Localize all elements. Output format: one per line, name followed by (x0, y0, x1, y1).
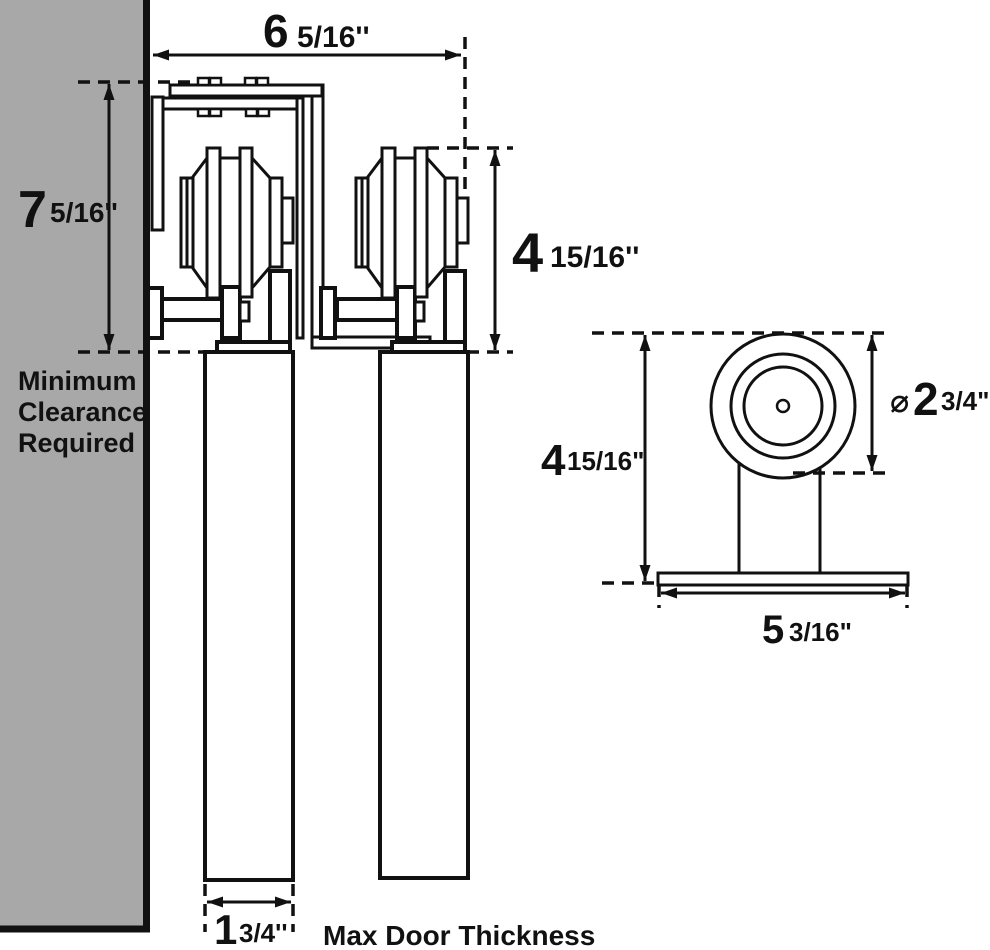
dim-label-wheel-diameter-fraction: 3/4" (941, 386, 989, 416)
bolt (208, 76, 223, 87)
dim-label-hanger-height-fraction: 15/16'' (550, 241, 639, 274)
front-view: 4 15/16" ⌀ 2 3/4" 5 3/16" (541, 331, 989, 652)
axle-nut (238, 300, 251, 323)
dimension-arrows (103, 49, 501, 908)
wall (0, 0, 150, 933)
note-max-door-thickness: Max Door Thickness (323, 920, 595, 950)
axle-nut-block (220, 285, 242, 340)
wheel-flange (185, 176, 195, 269)
wheel-strap-right (238, 146, 254, 299)
track-brackets (150, 76, 432, 350)
dim-label-door-thickness: 1 (214, 906, 237, 950)
roller-assembly-back (335, 146, 470, 354)
extension-lines (78, 37, 513, 932)
side-view: 6 5/16'' 7 5/16'' 4 15/16'' 1 3/4'' Max … (0, 0, 639, 950)
front-view-dimension-arrows (639, 335, 905, 599)
wheel-strap-left (205, 146, 222, 300)
wheel-side-plate (268, 176, 284, 269)
front-view-extension-lines (592, 331, 909, 608)
wheel-cone-right (250, 154, 272, 293)
bolt (196, 76, 211, 87)
roller-assembly-front (160, 146, 295, 354)
hanger-strap (268, 269, 292, 345)
front-bracket-back-arm (295, 96, 305, 340)
note-minimum-clearance-line3: Required (18, 428, 135, 458)
dim-label-base-width: 5 (762, 608, 784, 652)
dim-label-base-width-fraction: 3/16" (789, 617, 852, 647)
dim-label-clearance-height: 7 (18, 181, 47, 239)
dim-label-clearance-height-fraction: 5/16'' (50, 197, 118, 228)
lower-mount-plate (160, 96, 299, 111)
diameter-symbol: ⌀ (890, 383, 909, 419)
door-panel-front (203, 350, 295, 882)
dim-label-hanger-height: 4 (512, 221, 543, 284)
bolt (244, 107, 259, 118)
bracket-axle-block (319, 286, 337, 340)
doors (203, 350, 470, 882)
wheel-center-hole (775, 398, 791, 414)
dim-label-wheel-diameter: 2 (913, 373, 939, 425)
bolt (255, 76, 270, 87)
bolt (196, 107, 211, 118)
bolt (208, 107, 223, 118)
mount-base-plate (656, 571, 910, 587)
wall-axle-block (146, 286, 164, 340)
top-mount-plate (168, 83, 324, 98)
bolt (256, 107, 271, 118)
door-panel-back (378, 350, 470, 880)
note-minimum-clearance-line2: Clearance (18, 397, 147, 427)
dim-label-roller-height-fraction: 15/16" (567, 446, 644, 476)
note-minimum-clearance-line1: Minimum (18, 366, 137, 396)
wall-bracket-arm (150, 95, 165, 232)
note-minimum-clearance: Minimum Clearance Required (18, 366, 147, 458)
dim-label-door-thickness-fraction: 3/4'' (239, 918, 288, 948)
bolt (243, 76, 258, 87)
dim-label-track-width-fraction: 5/16'' (297, 21, 370, 54)
wheel-hub-cap (280, 196, 295, 245)
wall-surface (0, 0, 144, 926)
axle-bolt (160, 297, 224, 322)
dim-label-roller-height: 4 (541, 436, 566, 485)
dim-label-track-width: 6 (263, 5, 289, 57)
